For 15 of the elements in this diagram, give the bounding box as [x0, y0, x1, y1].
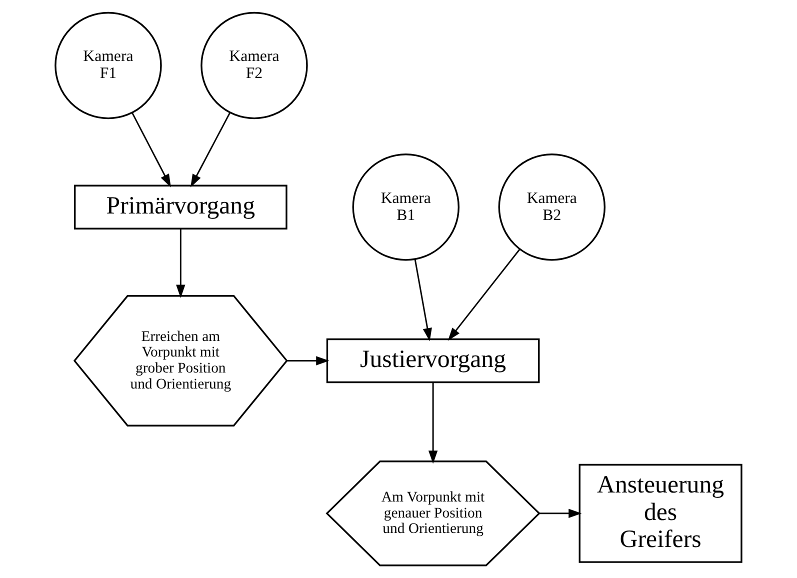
arrow: [190, 112, 231, 188]
arrow: [428, 382, 438, 464]
arrow: [414, 258, 432, 342]
node-box: Justiervorgang: [326, 338, 540, 384]
node-circle: Kamera B1: [352, 154, 460, 261]
arrow: [539, 508, 582, 518]
node-box: Ansteuerung des Greifers: [578, 464, 742, 563]
node-circle: Kamera B2: [498, 154, 606, 261]
node-circle: Kamera F2: [200, 12, 308, 120]
arrow: [176, 228, 186, 298]
arrow: [287, 356, 330, 366]
node-box: Primärvorgang: [74, 184, 288, 230]
arrow: [131, 112, 171, 188]
arrow: [448, 248, 520, 341]
node-circle: Kamera F1: [54, 12, 162, 120]
